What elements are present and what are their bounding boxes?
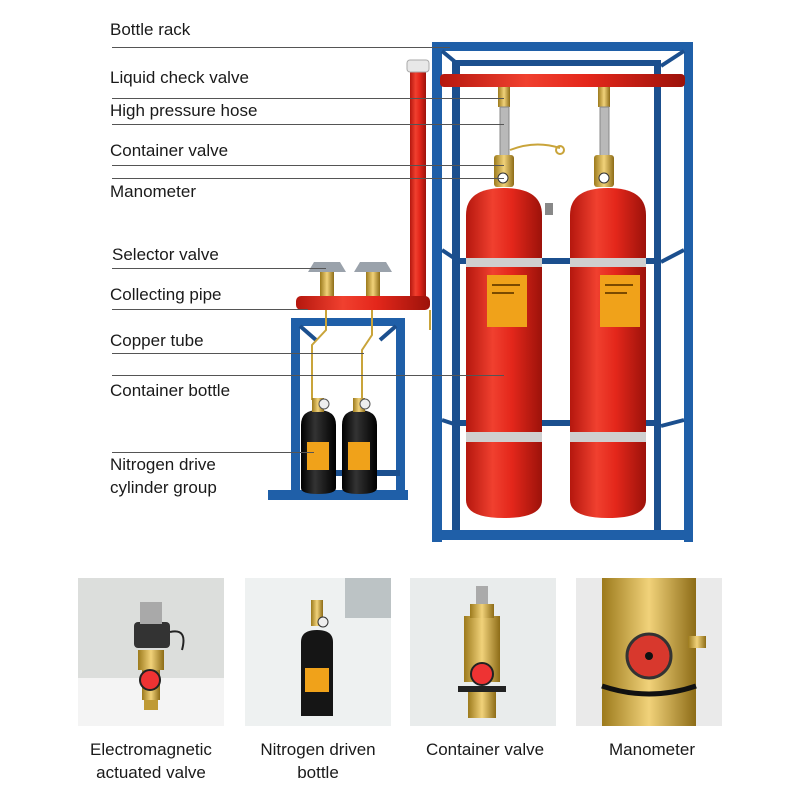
caption-line-1: Manometer — [609, 740, 695, 759]
manometer-photo — [576, 578, 722, 726]
manifold-pipe — [440, 74, 685, 87]
label-high-pressure-hose: High pressure hose — [110, 101, 258, 120]
label-nitrogen-drive: Nitrogen drive — [110, 455, 216, 474]
label-collecting-pipe: Collecting pipe — [110, 285, 222, 304]
caption-line-1: Electromagnetic — [90, 740, 212, 759]
leader-container-bottle — [112, 375, 504, 376]
label-bottle-rack: Bottle rack — [110, 20, 191, 39]
small-bottle-rack — [268, 318, 408, 500]
caption-line-2: bottle — [297, 763, 339, 782]
caption-manometer: Manometer — [572, 738, 732, 761]
caption-line-1: Container valve — [425, 740, 545, 759]
caption-container-valve: Container valve — [405, 738, 565, 761]
caption-nitrogen-bottle: Nitrogen driven bottle — [238, 738, 398, 784]
label-copper-tube: Copper tube — [110, 331, 204, 350]
caption-line-1: Nitrogen driven — [260, 740, 376, 759]
container-bottle — [466, 188, 646, 518]
leader-high-pressure-hose — [112, 124, 504, 125]
solenoid-valve-photo — [78, 578, 224, 726]
leader-collecting-pipe — [112, 309, 308, 310]
leader-bottle-rack — [112, 47, 450, 48]
nitrogen-bottle-photo — [245, 578, 391, 726]
label-manometer: Manometer — [110, 182, 196, 201]
label-container-bottle: Container bottle — [110, 381, 231, 400]
label-cylinder-group: cylinder group — [110, 478, 217, 497]
container-valve-photo — [410, 578, 556, 726]
bottle-rack — [432, 42, 693, 542]
nitrogen-cylinders — [301, 398, 377, 494]
fire-suppression-system-photo — [268, 42, 693, 542]
leader-nitrogen-drive — [112, 452, 314, 453]
leader-copper-tube — [112, 353, 364, 354]
caption-line-2: actuated valve — [96, 763, 206, 782]
caption-solenoid-valve: Electromagnetic actuated valve — [70, 738, 232, 784]
leader-liquid-check-valve — [112, 98, 504, 99]
label-selector-valve: Selector valve — [112, 245, 219, 264]
collecting-pipe — [296, 296, 430, 310]
leader-manometer — [112, 178, 504, 179]
leader-selector-valve — [112, 268, 326, 269]
label-container-valve: Container valve — [110, 141, 229, 160]
leader-container-valve — [112, 165, 504, 166]
label-liquid-check-valve: Liquid check valve — [110, 68, 249, 87]
